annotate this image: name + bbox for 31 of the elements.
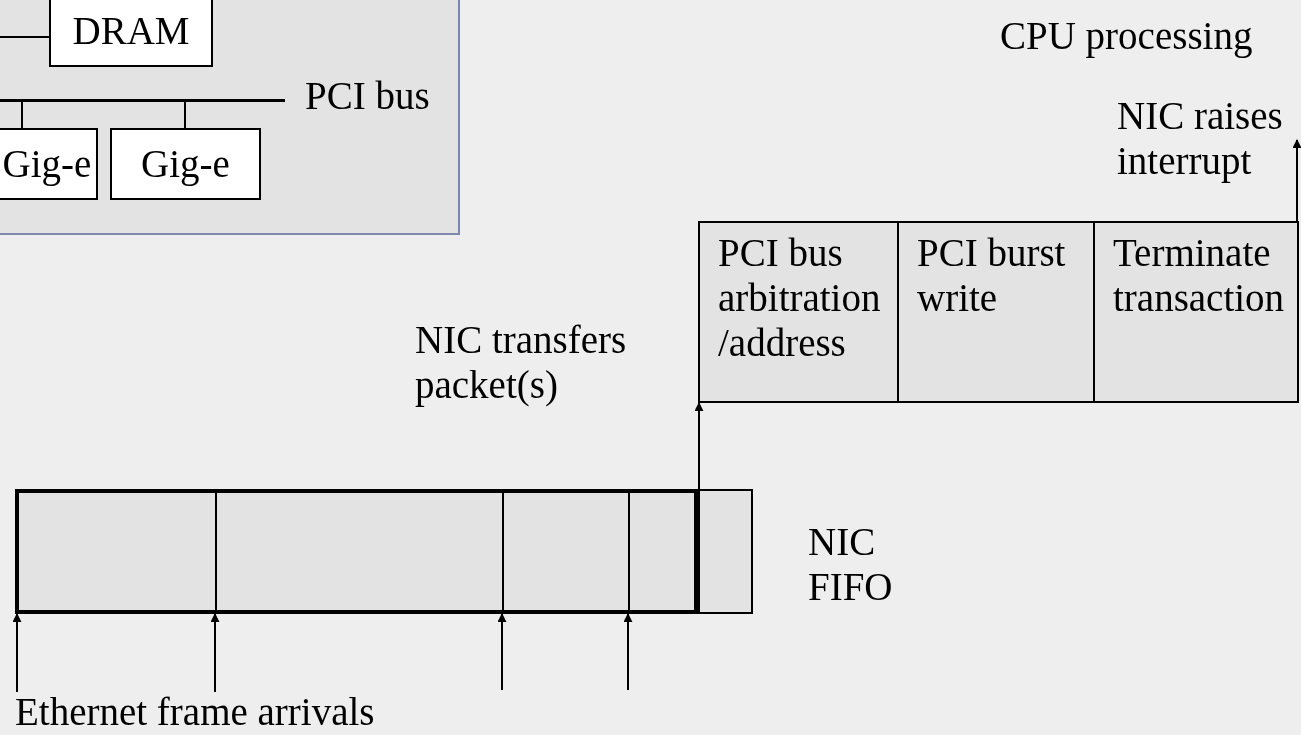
- box-label: Gig-e: [141, 141, 230, 187]
- box-label: DRAM: [72, 9, 190, 54]
- node-caption: NIC FIFO: [808, 520, 894, 610]
- arrow: [1292, 139, 1301, 222]
- caption-text: NIC raises interrupt: [1117, 94, 1297, 184]
- caption-text: Ethernet frame arrivals: [15, 692, 415, 732]
- box-label: Terminate transaction: [1113, 231, 1286, 321]
- connector-line: [184, 101, 186, 129]
- arrow: [210, 613, 220, 693]
- box-label: Gig-e: [2, 141, 92, 187]
- timeline-step-box: [1093, 221, 1299, 403]
- timeline-step-box: [897, 221, 1095, 403]
- edge-label: NIC transfers packet(s): [415, 318, 628, 408]
- connector-line: [0, 36, 50, 38]
- box-label: PCI bus arbitration /address: [718, 231, 882, 366]
- bus-line: [0, 99, 285, 102]
- component-box: [0, 128, 98, 200]
- component-box: [49, 0, 213, 67]
- arrow: [12, 613, 22, 693]
- node-caption: PCI bus: [305, 74, 430, 119]
- timeline-step-box: [698, 221, 899, 403]
- arrow: [694, 402, 704, 490]
- component-box: [110, 128, 261, 200]
- fifo-buffer: [15, 489, 700, 614]
- box-label: PCI burst write: [917, 231, 1067, 321]
- arrow: [623, 613, 633, 691]
- system-panel: [0, 0, 460, 235]
- arrow: [497, 613, 507, 691]
- annotation-text: CPU processing: [1000, 14, 1253, 59]
- fifo-slot: [698, 489, 753, 614]
- connector-line: [21, 101, 23, 129]
